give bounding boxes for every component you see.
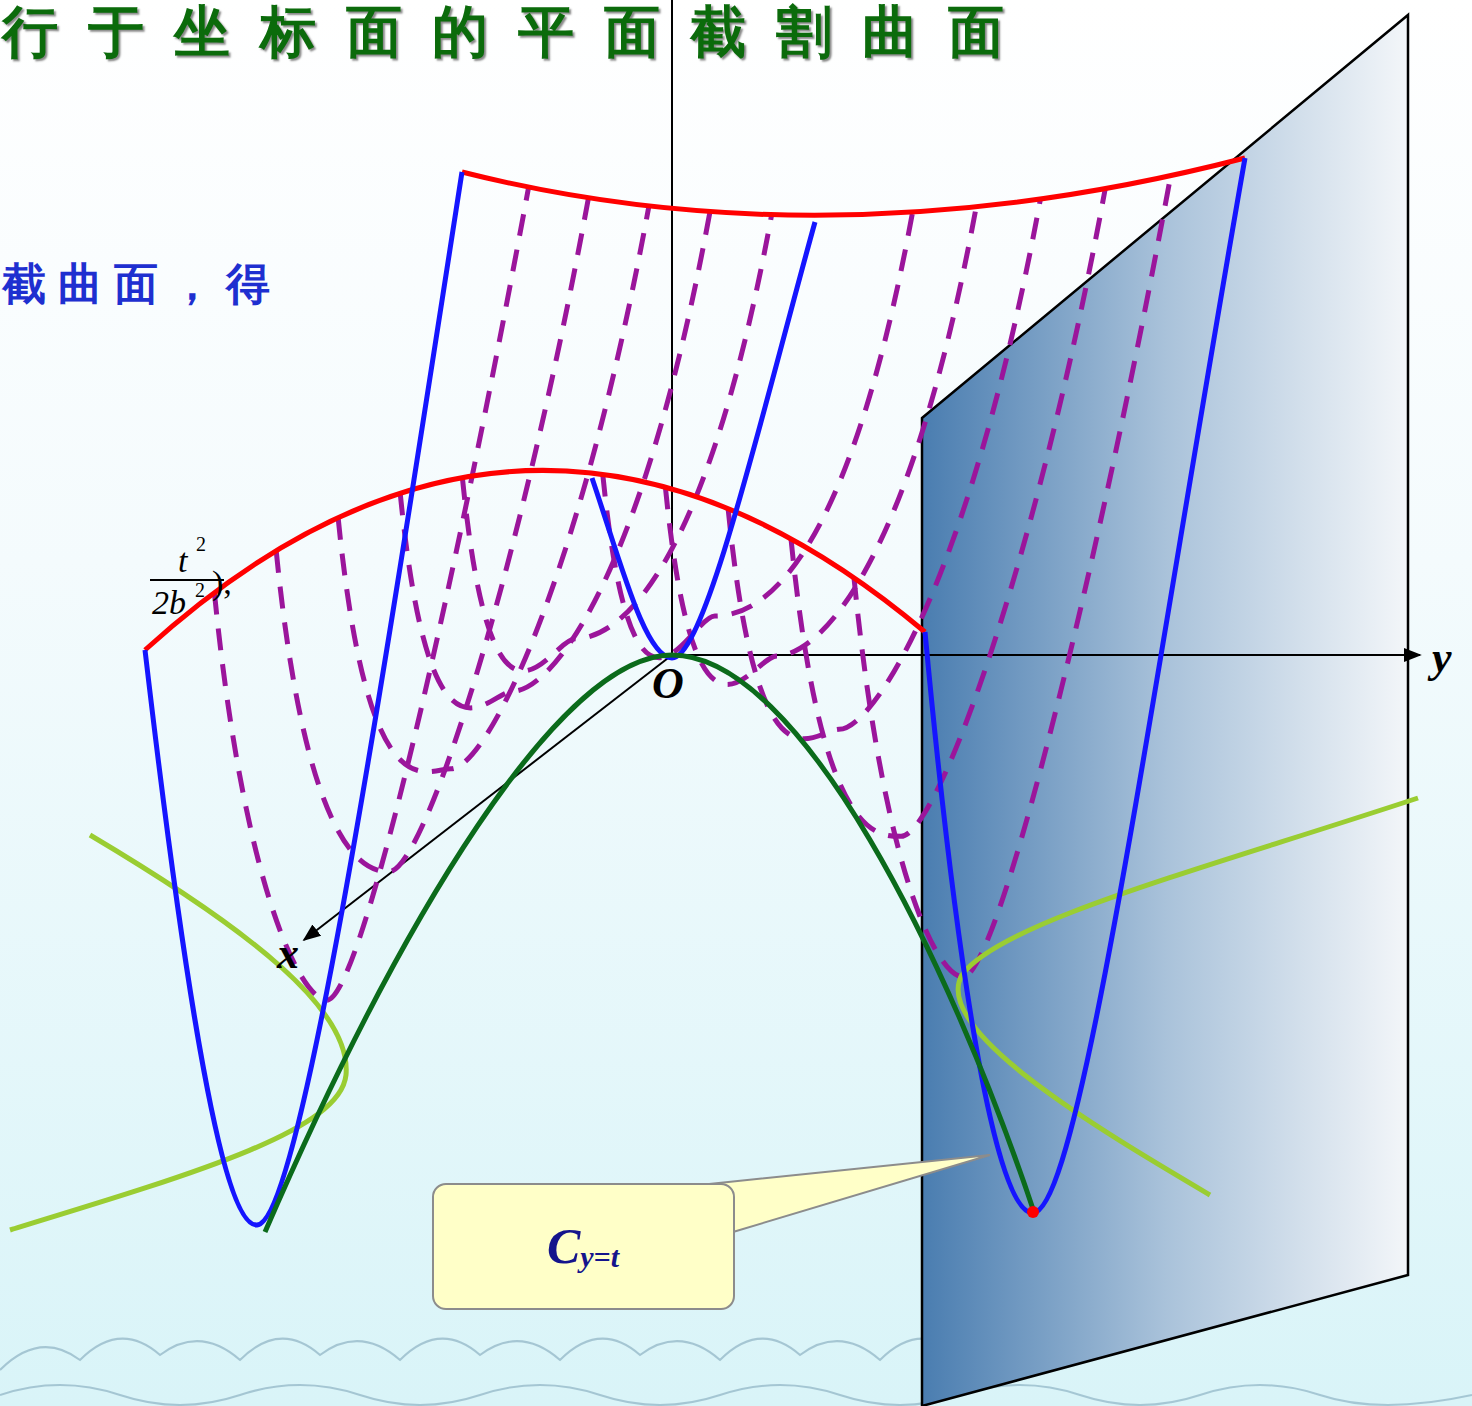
curve-name: C xyxy=(547,1217,580,1275)
slide-title: 行于坐标面的平面截割曲面 xyxy=(2,4,1034,60)
y-axis xyxy=(672,654,1420,656)
parabola-section xyxy=(145,172,462,1225)
x-axis xyxy=(304,655,672,940)
axis-label: x xyxy=(277,932,299,976)
section-curves xyxy=(214,176,1170,1001)
section-curve xyxy=(728,199,1040,739)
origin-label: O xyxy=(652,662,684,706)
formula-term: t xyxy=(178,544,187,578)
callout-pointer xyxy=(690,1155,990,1232)
section-curve xyxy=(854,176,1171,977)
formula-term: 2b xyxy=(152,586,186,620)
boundary-curve xyxy=(462,158,1245,215)
parabola-section xyxy=(592,222,815,658)
curve-subscript: y=t xyxy=(580,1240,619,1274)
hyperbola-right xyxy=(958,798,1418,1195)
section-curve xyxy=(462,215,771,671)
formula-term: ), xyxy=(212,566,232,600)
downward-parabola xyxy=(265,655,1035,1232)
axis-label: y xyxy=(1432,636,1452,680)
wave-ornament xyxy=(0,1339,1472,1405)
section-curve xyxy=(791,189,1105,837)
callout-box: Cy=t xyxy=(432,1183,735,1310)
boundary-curve xyxy=(145,470,925,650)
z-axis xyxy=(671,0,673,655)
section-curve xyxy=(665,207,976,685)
point-marker xyxy=(1027,1206,1039,1218)
cutting-plane xyxy=(922,15,1408,1406)
subtitle-text: 截曲面，得 xyxy=(2,262,282,306)
exponent: 2 xyxy=(195,580,205,600)
exponent: 2 xyxy=(196,534,206,554)
